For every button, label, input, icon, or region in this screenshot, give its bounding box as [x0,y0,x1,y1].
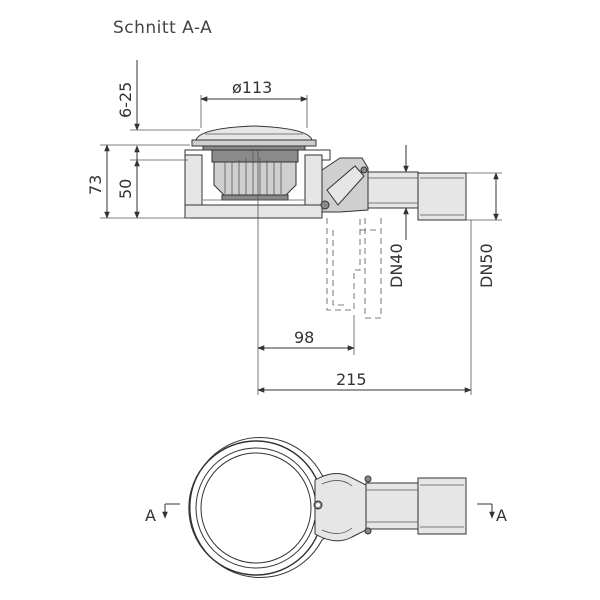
trap-outline-plan [189,437,341,578]
outlet-pipe-dn50 [417,172,467,221]
section-mark-right: A [496,506,507,525]
height-total-label: 73 [86,175,105,195]
drawing-title: Schnitt A-A [113,18,213,38]
plan-view: A A [145,437,507,578]
section-view: ø113 [86,60,502,395]
length-center-label: 98 [294,328,314,347]
diameter-label: ø113 [232,78,272,97]
alt-vertical-outlet [326,218,361,311]
dn40-label: DN40 [387,243,406,288]
length-total-label: 215 [336,370,367,389]
height-range-label: 6-25 [116,82,135,118]
drain-cover [195,125,313,141]
dn50-label: DN50 [477,243,496,288]
height-inner-label: 50 [116,179,135,199]
section-mark-left: A [145,506,156,525]
